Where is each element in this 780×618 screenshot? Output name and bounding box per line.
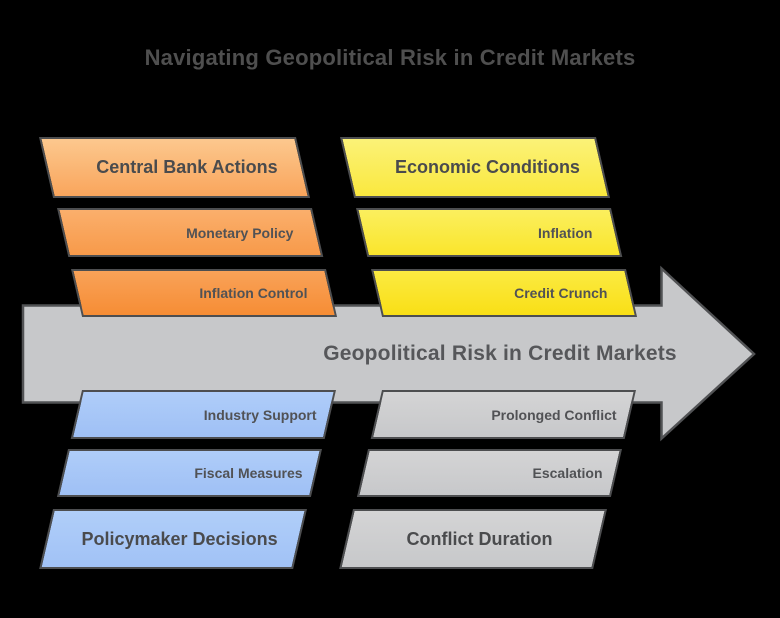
item-label: Inflation Control (199, 285, 308, 301)
item-inflation: Inflation (356, 208, 623, 257)
box-policymaker-decisions: Policymaker Decisions (39, 509, 307, 569)
page-title: Navigating Geopolitical Risk in Credit M… (144, 45, 636, 70)
item-label: Fiscal Measures (194, 465, 303, 481)
item-fiscal-measures: Fiscal Measures (56, 449, 322, 497)
item-label: Industry Support (203, 406, 317, 423)
item-escalation: Escalation (356, 449, 622, 497)
item-credit-crunch: Credit Crunch (371, 269, 638, 317)
item-label: Prolonged Conflict (491, 406, 617, 423)
box-header-label: Policymaker Decisions (81, 528, 278, 549)
box-header-label: Central Bank Actions (96, 157, 278, 177)
arrow-label: Geopolitical Risk in Credit Markets (323, 342, 677, 365)
box-header-label: Economic Conditions (394, 157, 580, 177)
item-monetary-policy: Monetary Policy (57, 208, 324, 257)
box-economic-conditions: Economic Conditions (340, 137, 611, 198)
item-label: Escalation (532, 465, 603, 481)
item-label: Monetary Policy (186, 224, 294, 241)
box-header-label: Conflict Duration (406, 528, 553, 549)
box-conflict-duration: Conflict Duration (339, 509, 607, 569)
item-prolonged-conflict: Prolonged Conflict (370, 390, 636, 439)
item-inflation-control: Inflation Control (71, 269, 338, 317)
box-central-bank-actions: Central Bank Actions (39, 137, 311, 198)
item-label: Credit Crunch (514, 285, 608, 301)
item-industry-support: Industry Support (70, 390, 336, 439)
item-label: Inflation (538, 224, 593, 241)
